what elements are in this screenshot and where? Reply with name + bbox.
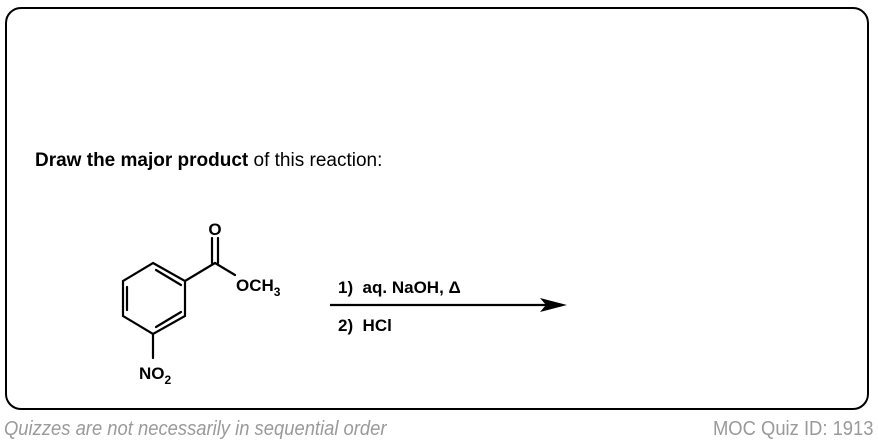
ester-bond xyxy=(213,261,237,277)
reaction-arrow-head xyxy=(540,298,567,312)
question-rest: of this reaction: xyxy=(248,150,383,171)
ester-label: OCH3 xyxy=(236,276,281,299)
quiz-card xyxy=(5,7,869,410)
quiz-id: MOC Quiz ID: 1913 xyxy=(713,418,874,440)
question-bold: Draw the major product xyxy=(35,150,249,171)
footer-note: Quizzes are not necessarily in sequentia… xyxy=(4,418,387,440)
carbonyl-oxygen-label: O xyxy=(208,220,221,239)
reagent-step-1: 1) aq. NaOH, Δ xyxy=(338,278,461,297)
nitro-label: NO2 xyxy=(139,364,172,387)
ring-double-bond xyxy=(154,268,183,287)
reagent-step-2: 2) HCl xyxy=(338,316,392,335)
ring-to-carbonyl-bond xyxy=(183,261,217,283)
benzene-ring xyxy=(121,261,187,336)
ring-double-bond xyxy=(154,310,183,329)
question-prompt: Draw the major product of this reaction: xyxy=(35,150,382,172)
methyl-3-nitrobenzoate-structure xyxy=(121,236,237,360)
